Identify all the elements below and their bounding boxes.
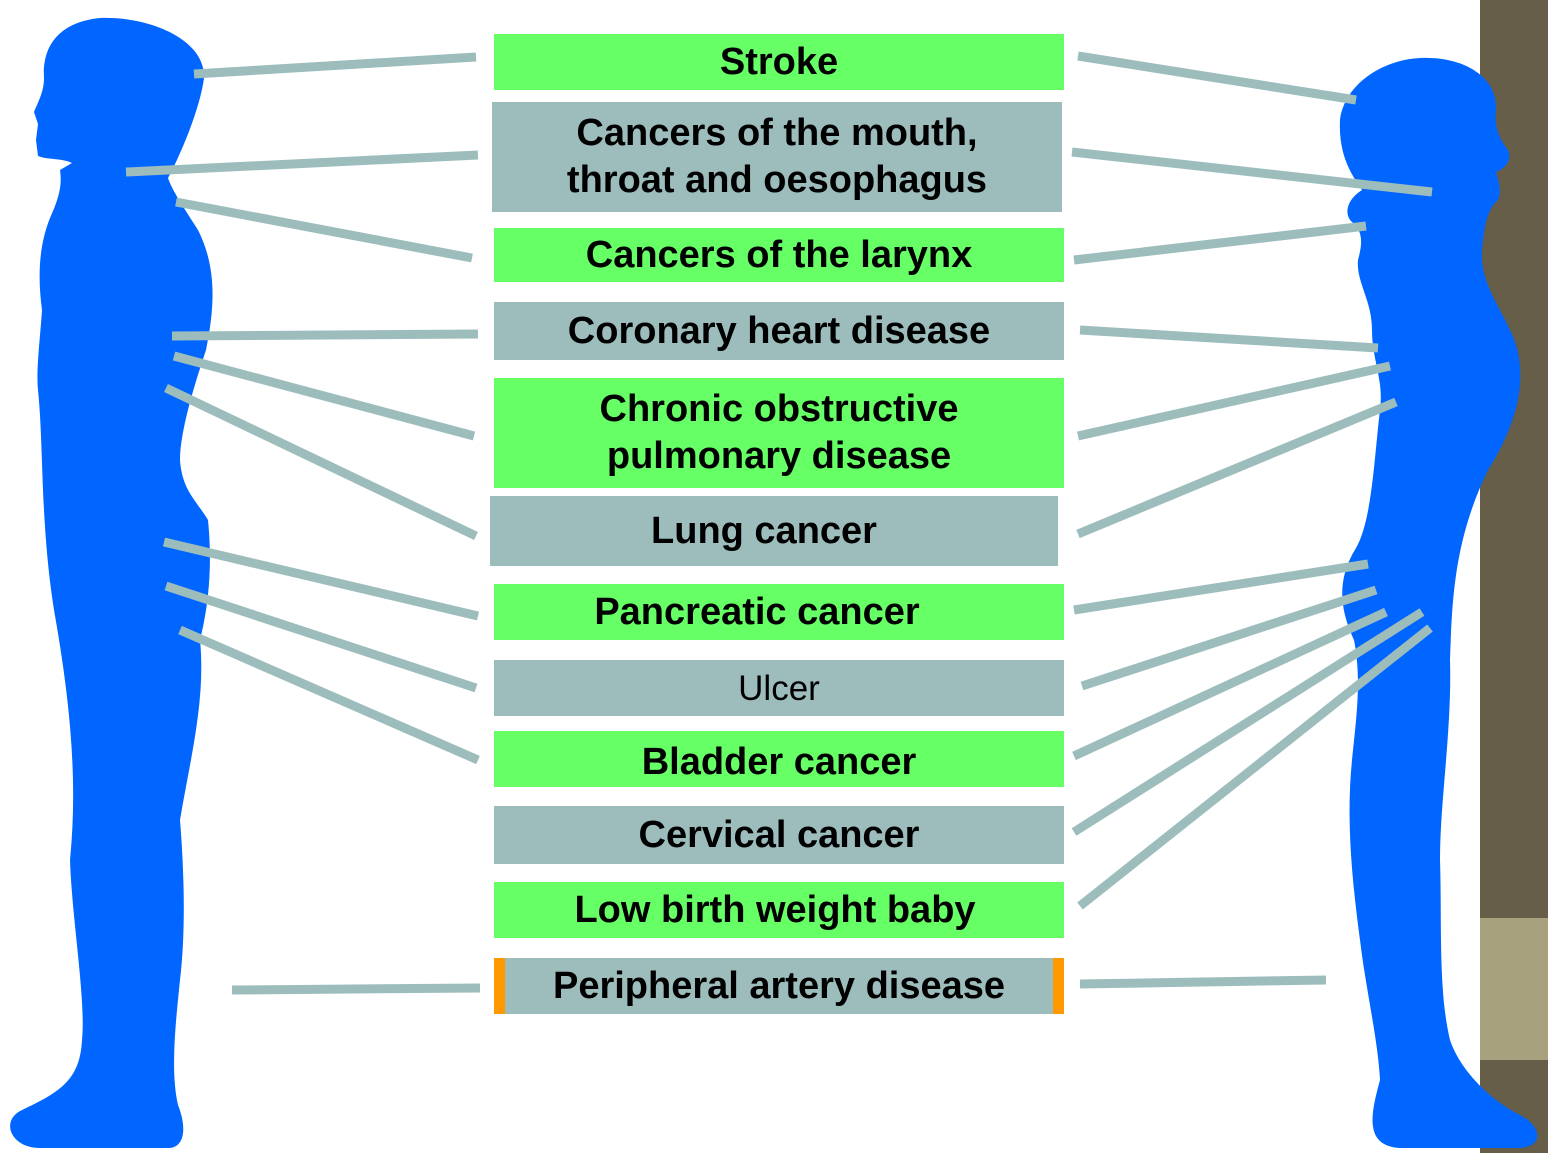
connector-left-stroke bbox=[194, 57, 476, 74]
connector-left-copd bbox=[174, 356, 474, 436]
label-mouth-throat-oesophagus: Cancers of the mouth, throat and oesopha… bbox=[492, 102, 1062, 212]
label-ulcer-text: Ulcer bbox=[738, 665, 820, 712]
label-ulcer: Ulcer bbox=[494, 660, 1064, 716]
male-silhouette bbox=[10, 18, 212, 1148]
label-cervical-cancer: Cervical cancer bbox=[494, 806, 1064, 864]
connector-right-larynx bbox=[1074, 226, 1366, 260]
label-copd: Chronic obstructive pulmonary disease bbox=[494, 378, 1064, 488]
connector-right-pad bbox=[1080, 980, 1326, 984]
label-lung-cancer: Lung cancer bbox=[490, 496, 1058, 566]
label-coronary-text: Coronary heart disease bbox=[568, 308, 990, 355]
label-bladder-text: Bladder cancer bbox=[642, 739, 917, 786]
label-pad-text: Peripheral artery disease bbox=[553, 963, 1005, 1010]
connector-left-lung bbox=[166, 388, 476, 536]
label-bladder-cancer: Bladder cancer bbox=[494, 731, 1064, 787]
label-mouth-text: Cancers of the mouth, throat and oesopha… bbox=[527, 110, 1027, 204]
label-lbw-text: Low birth weight baby bbox=[574, 887, 975, 934]
connector-right-coronary bbox=[1080, 330, 1378, 348]
connector-left-larynx bbox=[176, 202, 472, 258]
label-lung-text: Lung cancer bbox=[651, 508, 877, 555]
label-peripheral-artery-disease: Peripheral artery disease bbox=[494, 958, 1064, 1014]
label-larynx: Cancers of the larynx bbox=[494, 228, 1064, 282]
label-pad-panel: Peripheral artery disease bbox=[505, 958, 1053, 1014]
label-stroke-text: Stroke bbox=[720, 39, 838, 86]
connector-left-pad bbox=[232, 988, 480, 990]
label-coronary-heart-disease: Coronary heart disease bbox=[494, 302, 1064, 360]
label-stroke: Stroke bbox=[494, 34, 1064, 90]
label-larynx-text: Cancers of the larynx bbox=[586, 232, 972, 279]
label-copd-text: Chronic obstructive pulmonary disease bbox=[559, 386, 999, 480]
label-pancreatic-text: Pancreatic cancer bbox=[594, 589, 919, 636]
label-cervical-text: Cervical cancer bbox=[639, 812, 920, 859]
label-low-birth-weight-baby: Low birth weight baby bbox=[494, 882, 1064, 938]
connector-left-coronary bbox=[172, 334, 478, 336]
label-pancreatic-cancer: Pancreatic cancer bbox=[494, 584, 1064, 640]
connector-left-bladder bbox=[180, 630, 478, 760]
female-silhouette bbox=[1340, 58, 1537, 1148]
connector-left-mouth bbox=[126, 155, 478, 172]
connector-right-stroke bbox=[1078, 56, 1356, 100]
